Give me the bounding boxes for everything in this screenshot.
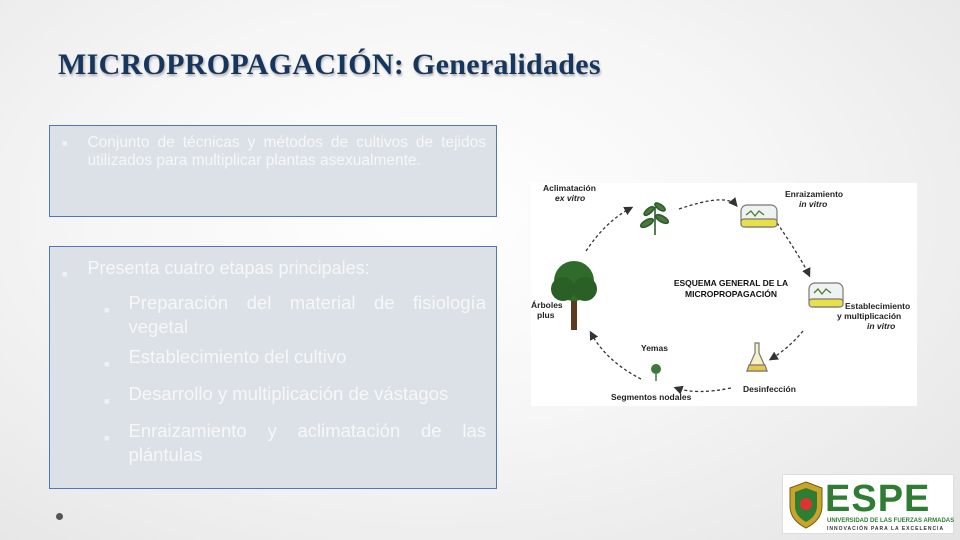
label-enraizamiento-text: Enraizamiento [785, 189, 844, 199]
logo-wordmark: ESPE [825, 478, 931, 520]
micropropagation-diagram: ESQUEMA GENERAL DE LA MICROPROPAGACIÓN A… [531, 183, 917, 406]
label-arboles: Árboles plus [531, 300, 563, 320]
cycle-arrows [551, 197, 844, 395]
label-aclimatacion-italic: ex vitro [555, 193, 586, 203]
label-establecimiento-italic: in vitro [867, 321, 896, 331]
stages-bullet: ■ Presenta cuatro etapas principales: [62, 257, 486, 285]
square-bullet-icon: ■ [62, 138, 68, 148]
seedling-icon [639, 202, 670, 235]
square-bullet-icon: ■ [104, 396, 110, 406]
crest-icon [789, 481, 823, 529]
tree-icon [551, 261, 597, 330]
center-title-line2: MICROPROPAGACIÓN [685, 289, 777, 299]
stage-item: ■ Enraizamiento y aclimatación de las pl… [104, 419, 486, 467]
label-arboles-line1: Árboles [531, 300, 563, 310]
logo-university-name: UNIVERSIDAD DE LAS FUERZAS ARMADAS [827, 518, 955, 524]
stage-item-text: Desarrollo y multiplicación de vástagos [128, 383, 449, 404]
flask-icon [746, 342, 768, 372]
slide-dot-decoration [56, 513, 63, 520]
center-title-line1: ESQUEMA GENERAL DE LA [673, 278, 789, 288]
square-bullet-icon: ■ [104, 305, 110, 315]
label-enraizamiento-italic: in vitro [799, 199, 828, 209]
label-segmentos: Segmentos nodales [611, 392, 692, 402]
label-enraizamiento: Enraizamiento in vitro [785, 189, 843, 209]
stage-item: ■ Preparación del material de fisiología… [104, 291, 486, 339]
espe-logo: ESPE UNIVERSIDAD DE LAS FUERZAS ARMADAS … [782, 474, 954, 534]
stages-intro-text: Presenta cuatro etapas principales: [87, 258, 370, 278]
bud-icon [651, 364, 661, 381]
culture-jar-icon [808, 282, 844, 308]
label-establecimiento-line1: Establecimiento [845, 301, 911, 311]
square-bullet-icon: ■ [62, 269, 68, 279]
label-desinfeccion: Desinfección [743, 384, 796, 394]
label-aclimatacion: Aclimatación ex vitro [543, 183, 596, 203]
label-arboles-line2: plus [537, 310, 555, 320]
stage-item-text: Enraizamiento y aclimatación de las plán… [128, 420, 486, 465]
stage-item: ■ Desarrollo y multiplicación de vástago… [104, 382, 486, 413]
definition-bullet: ■ Conjunto de técnicas y métodos de cult… [62, 134, 486, 170]
rooting-jar-icon [740, 204, 778, 228]
label-yemas: Yemas [641, 343, 668, 353]
definition-text: Conjunto de técnicas y métodos de cultiv… [87, 134, 486, 169]
label-establecimiento: Establecimiento y multiplicación in vitr… [837, 301, 911, 331]
square-bullet-icon: ■ [104, 433, 110, 443]
stages-box: ■ Presenta cuatro etapas principales: ■ … [49, 246, 497, 489]
label-establecimiento-line2: y multiplicación [837, 311, 902, 321]
label-aclimatacion-text: Aclimatación [543, 183, 596, 193]
stage-item-text: Establecimiento del cultivo [128, 346, 347, 367]
square-bullet-icon: ■ [104, 359, 110, 369]
slide-title: MICROPROPAGACIÓN: Generalidades [58, 48, 601, 81]
diagram-center-title: ESQUEMA GENERAL DE LA MICROPROPAGACIÓN [631, 278, 831, 300]
stage-item: ■ Establecimiento del cultivo [104, 345, 486, 376]
logo-motto: INNOVACIÓN PARA LA EXCELENCIA [827, 526, 945, 532]
stage-item-text: Preparación del material de fisiología v… [128, 292, 486, 337]
definition-box: ■ Conjunto de técnicas y métodos de cult… [49, 125, 497, 217]
stages-list: ■ Preparación del material de fisiología… [62, 291, 486, 467]
